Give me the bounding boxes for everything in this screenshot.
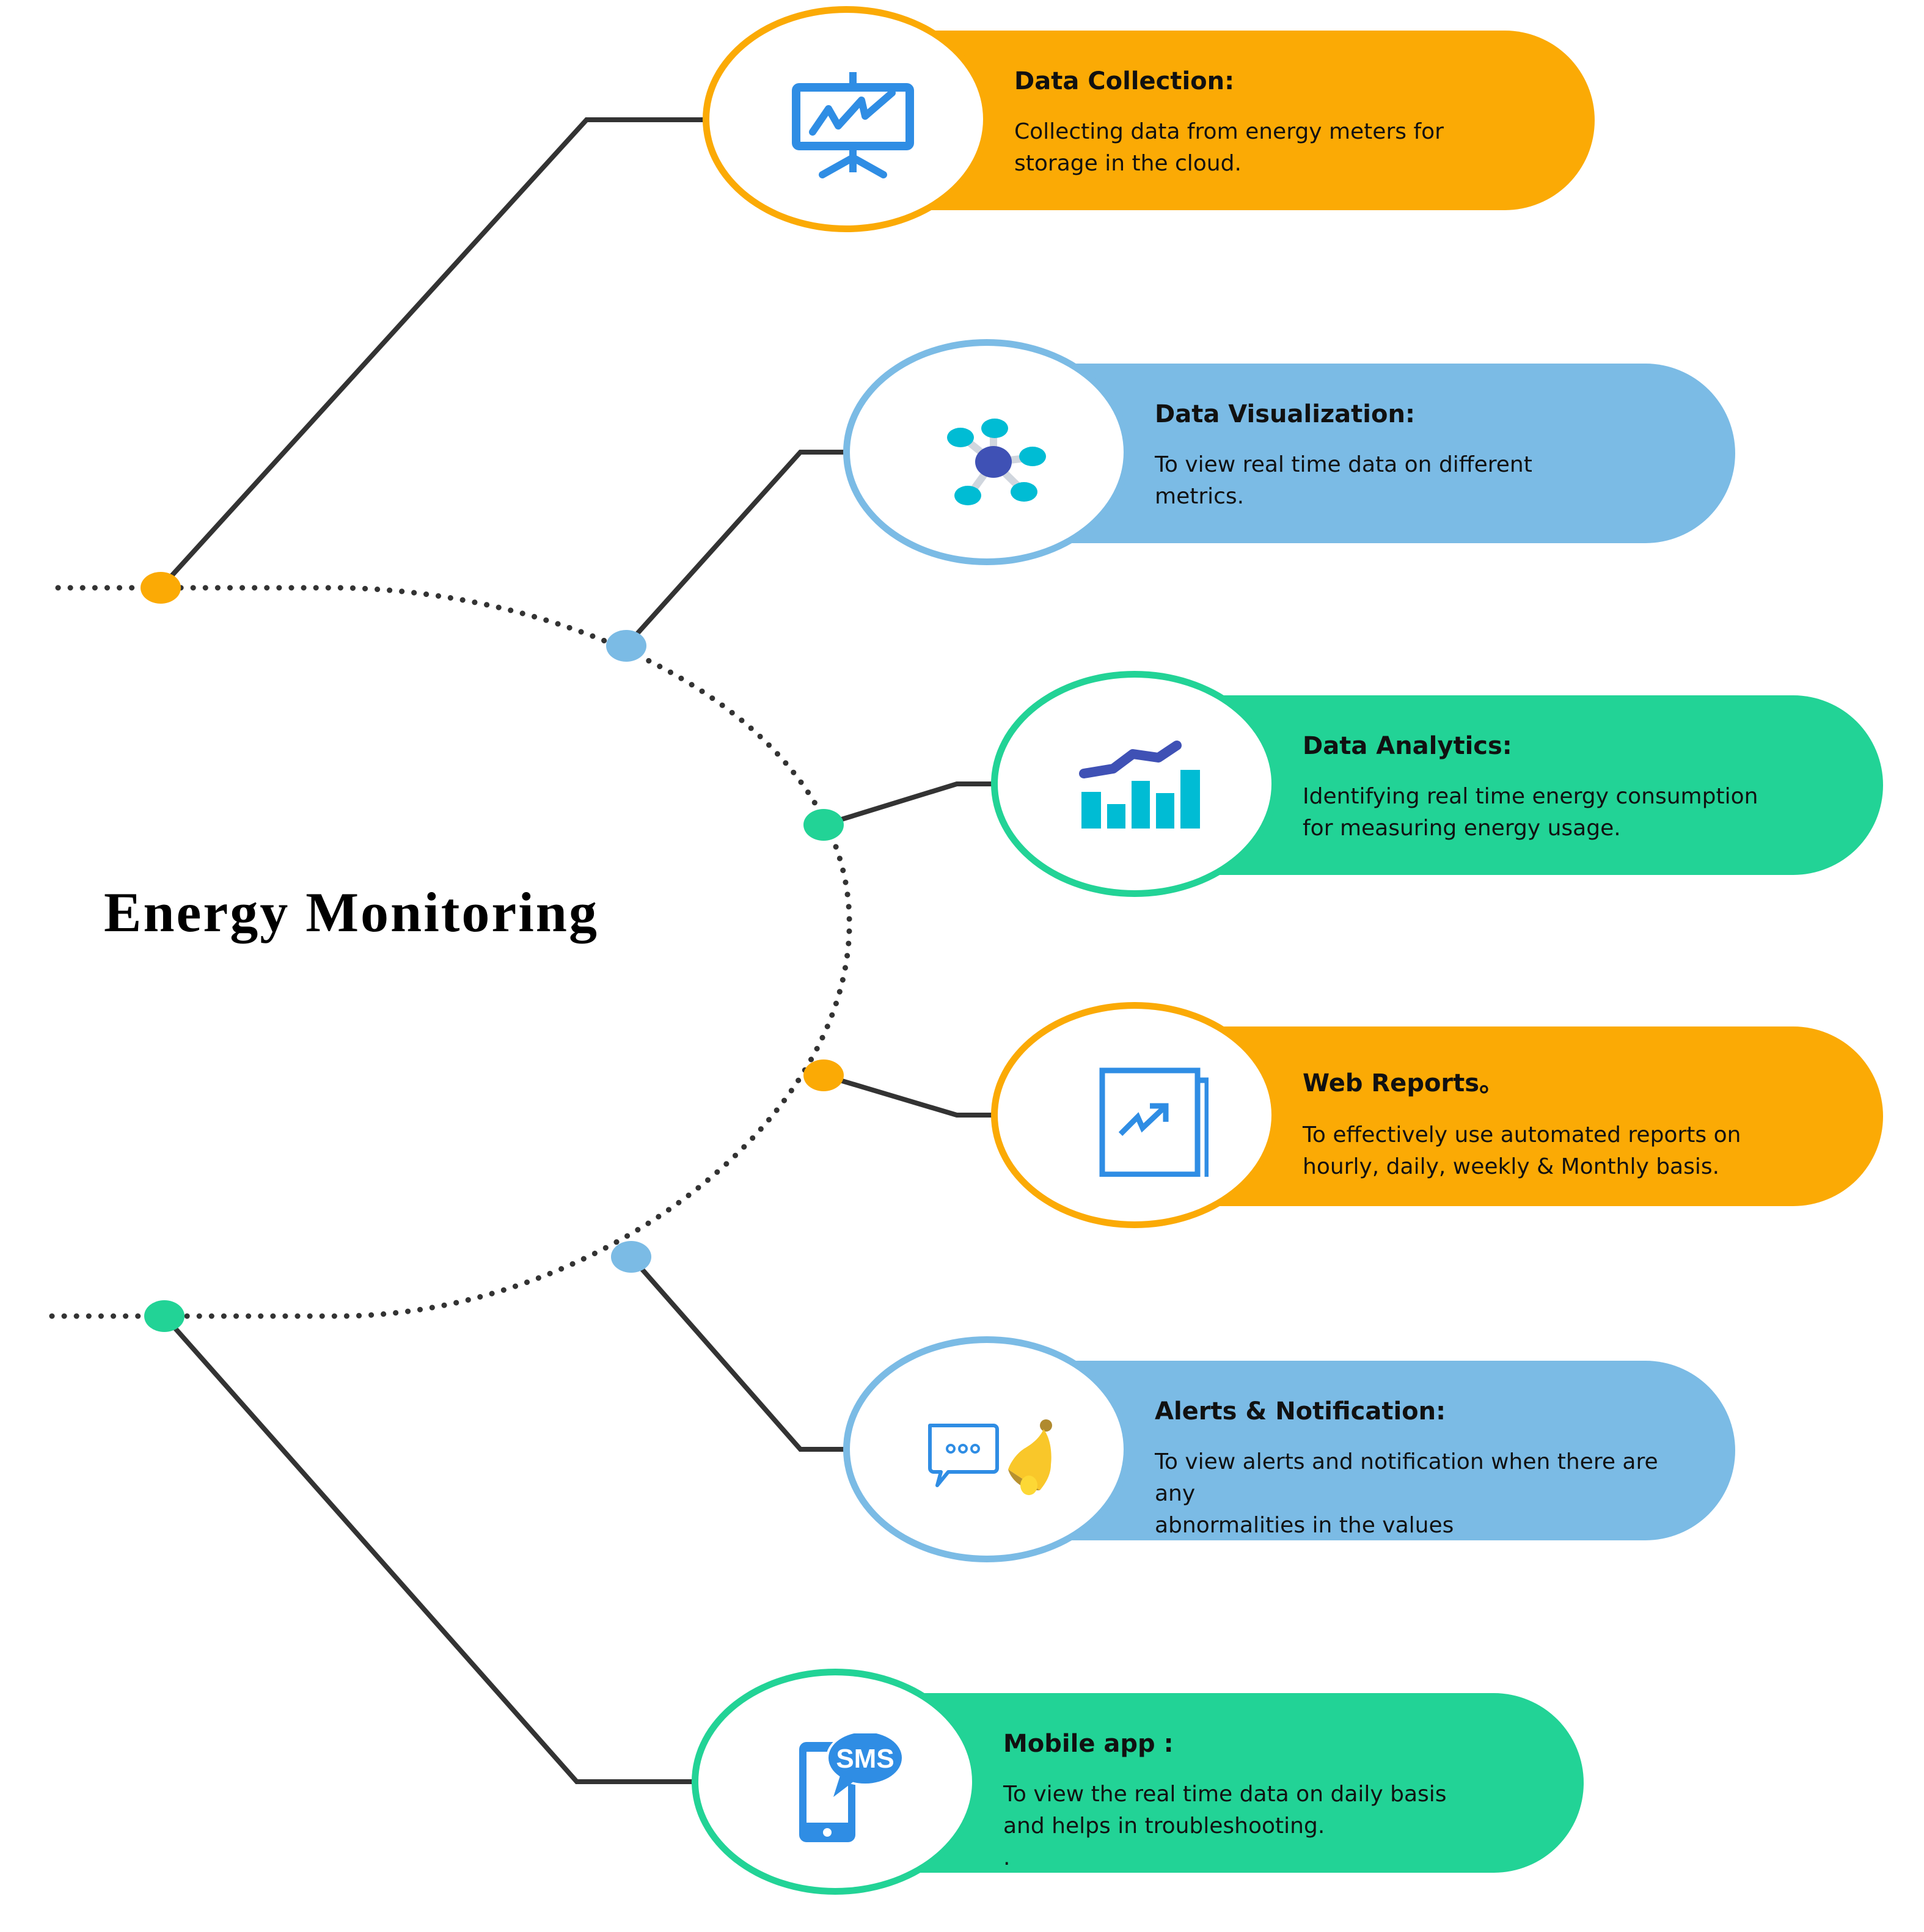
node-dot-web-reports [803,1059,844,1091]
card-heading: Data Analytics: [1303,732,1512,760]
card-banner [1026,364,1735,543]
report-trend-icon [1074,1067,1210,1187]
card-text: Data Visualization: To view real time dat… [1155,400,1705,513]
card-text: Web Reports。 To effectively use automated… [1303,1063,1853,1183]
icon-circle [991,671,1278,897]
card-text: Alerts & Notification: To view alerts and… [1155,1397,1705,1542]
sms-label: SMS [836,1744,894,1774]
card-description: To view real time data on different metr… [1155,452,1532,509]
card-banner [1026,1361,1735,1540]
card-text: Data Analytics: Identifying real time en… [1303,732,1853,844]
mobile-sms-icon: SMS [775,1730,909,1843]
node-dot-data-visualization [606,630,646,662]
node-dot-mobile-app [144,1300,185,1332]
card-description: To view alerts and notification when the… [1155,1449,1658,1538]
card-heading: Data Visualization: [1155,400,1415,428]
page-title: Energy Monitoring [104,881,599,943]
dotted-arc-path [46,585,852,1319]
card-description: Collecting data from energy meters for s… [1014,119,1444,176]
connector-line-mobile-app [163,1314,698,1784]
card-text: Mobile app : To view the real time data o… [1003,1730,1553,1874]
chat-bell-icon [926,1401,1061,1511]
presentation-chart-icon [786,71,920,181]
card-data-visualization: Data Visualization: To view real time dat… [843,339,1772,571]
connector-line-data-visualization [624,450,849,648]
card-heading: Web Reports。 [1303,1069,1504,1097]
bar-line-chart-icon [1074,736,1209,846]
node-dot-data-analytics [803,809,844,841]
connector-line-web-reports [822,1073,998,1118]
connector-line-alerts-notification [629,1255,849,1452]
card-description: To effectively use automated reports on … [1303,1122,1741,1179]
card-web-reports: Web Reports。 To effectively use automated… [991,1002,1920,1234]
card-data-collection: Data Collection: Collecting data from ene… [703,6,1631,238]
nodes [141,572,844,1332]
card-banner [1174,695,1883,875]
icon-circle: SMS [692,1669,979,1895]
node-dot-alerts-notification [611,1241,651,1273]
card-banner [875,1693,1584,1873]
connector-line-data-collection [159,117,710,590]
card-banner [1174,1026,1883,1206]
network-nodes-icon [926,404,1061,514]
connectors [159,117,998,1784]
dotted-arc [46,585,852,1319]
icon-circle [843,1336,1130,1562]
card-heading: Mobile app : [1003,1730,1174,1758]
card-data-analytics: Data Analytics: Identifying real time en… [991,671,1920,903]
icon-circle [843,339,1130,565]
icon-circle [703,6,990,232]
icon-circle [991,1002,1278,1228]
card-description: To view the real time data on daily basi… [1003,1782,1447,1870]
connector-line-data-analytics [822,781,998,827]
card-heading: Alerts & Notification: [1155,1397,1446,1425]
card-mobile-app: SMS Mobile app : To view the real time da… [692,1669,1620,1901]
node-dot-data-collection [141,572,181,604]
card-heading: Data Collection: [1014,67,1235,95]
card-description: Identifying real time energy consumption… [1303,784,1758,841]
card-alerts-notification: Alerts & Notification: To view alerts and… [843,1336,1772,1568]
card-text: Data Collection: Collecting data from ene… [1014,67,1564,180]
card-banner [886,31,1595,210]
